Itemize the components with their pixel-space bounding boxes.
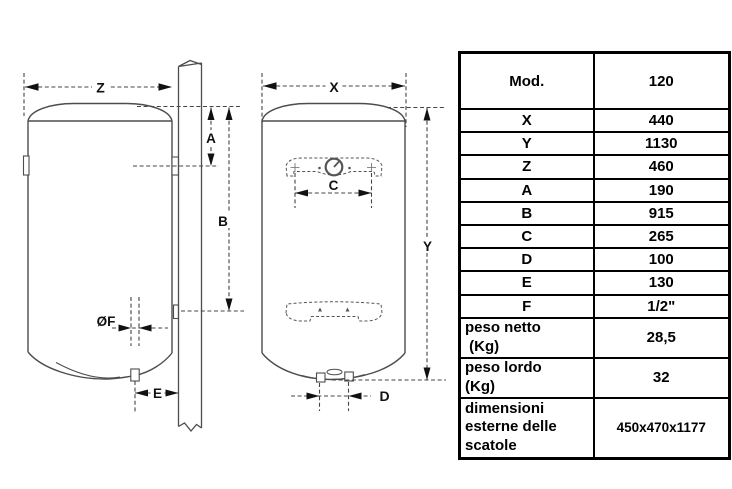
spec-label: E bbox=[461, 272, 595, 294]
wall-bottom-break bbox=[178, 422, 202, 433]
outlet-pipe bbox=[344, 371, 354, 382]
spec-table: Mod. 120 X 440 Y 1130 Z 460 A 190 B 915 … bbox=[458, 51, 731, 460]
tank-bottom-curve bbox=[261, 352, 406, 381]
bracket-dot-left bbox=[318, 166, 321, 170]
model-header-label: Mod. bbox=[461, 54, 595, 108]
b-arrow-down bbox=[225, 298, 233, 311]
z-arrow-left bbox=[25, 83, 39, 91]
dim-label-d: D bbox=[379, 388, 389, 404]
c-arrow-left bbox=[295, 189, 308, 197]
spec-value: 915 bbox=[648, 204, 674, 222]
d-arrow-right bbox=[348, 392, 362, 400]
d-arrow-left bbox=[306, 392, 320, 400]
spec-value: 100 bbox=[648, 251, 674, 269]
b-arrow-up bbox=[225, 107, 233, 120]
spec-label: peso lordo (Kg) bbox=[461, 358, 595, 397]
front-tab bbox=[22, 155, 30, 176]
dim-label-y: Y bbox=[423, 239, 432, 254]
front-view bbox=[261, 102, 406, 383]
spec-label: peso netto (Kg) bbox=[461, 318, 595, 357]
spec-value: 460 bbox=[648, 158, 674, 176]
x-arrow-right bbox=[391, 82, 405, 90]
spec-value: 32 bbox=[652, 369, 670, 387]
spec-row-dimensioni: dimensioni esterne delle scatole 450x470… bbox=[461, 396, 728, 457]
spec-label: dimensioni esterne delle scatole bbox=[461, 398, 595, 457]
bottom-pipe bbox=[130, 368, 140, 382]
a-arrow-up bbox=[207, 107, 215, 120]
dim-label-b: B bbox=[218, 214, 228, 229]
spec-row-peso-lordo: peso lordo (Kg) 32 bbox=[461, 356, 728, 397]
label-backgrounds bbox=[92, 79, 435, 400]
thermostat-needle bbox=[333, 160, 340, 168]
tank-dome bbox=[27, 102, 173, 122]
spec-value: 440 bbox=[648, 112, 674, 130]
spec-value: 190 bbox=[648, 181, 674, 199]
lower-bracket-mark-right bbox=[345, 307, 350, 312]
dimension-lines bbox=[23, 73, 446, 412]
wall bbox=[177, 59, 203, 433]
spec-label: A bbox=[461, 179, 595, 201]
tank-bottom-seam bbox=[301, 374, 366, 380]
lower-bracket-mark-left bbox=[318, 307, 322, 312]
arrowheads bbox=[25, 82, 431, 400]
dim-label-f: ØF bbox=[97, 314, 116, 329]
dim-label-a: A bbox=[206, 131, 216, 146]
spec-label: Y bbox=[461, 133, 595, 155]
bracket-hole-cross-right bbox=[367, 163, 376, 172]
spec-value: 1/2" bbox=[647, 297, 676, 315]
x-arrow-left bbox=[263, 82, 277, 90]
spec-value: 265 bbox=[648, 228, 674, 246]
dim-label-e: E bbox=[153, 386, 162, 401]
spec-label: B bbox=[461, 202, 595, 224]
spec-row-x: X 440 bbox=[461, 108, 728, 132]
spec-value: 450x470x1177 bbox=[616, 420, 706, 436]
spec-value: 1130 bbox=[644, 135, 678, 153]
spec-label: X bbox=[461, 110, 595, 132]
z-arrow-right bbox=[158, 83, 172, 91]
spec-label: C bbox=[461, 225, 595, 248]
spec-label: D bbox=[461, 249, 595, 271]
e-arrow-right bbox=[165, 389, 179, 397]
table-header-row: Mod. 120 bbox=[461, 54, 728, 108]
a-arrow-down bbox=[207, 153, 215, 166]
c-arrow-right bbox=[358, 189, 372, 197]
spec-row-e: E 130 bbox=[461, 270, 728, 294]
upper-bracket-outline bbox=[285, 157, 383, 177]
tank-dome bbox=[261, 102, 406, 122]
wall-top-break bbox=[178, 59, 202, 68]
spec-row-y: Y 1130 bbox=[461, 131, 728, 155]
spec-row-a: A 190 bbox=[461, 177, 728, 201]
bracket-dot-right bbox=[348, 166, 351, 170]
technical-drawing: Z A B ØF E X Y C D bbox=[22, 59, 446, 433]
y-arrow-up bbox=[423, 108, 431, 121]
spec-row-c: C 265 bbox=[461, 223, 728, 248]
dim-label-c: C bbox=[329, 178, 339, 193]
dimension-labels: Z A B ØF E X Y C D bbox=[96, 79, 432, 404]
tank-bottom-seam bbox=[55, 362, 121, 379]
spec-value: 28,5 bbox=[646, 329, 676, 347]
bracket-hole-cross-left bbox=[290, 163, 300, 172]
f-arrow-left bbox=[118, 324, 131, 332]
spec-row-f: F 1/2" bbox=[461, 293, 728, 317]
drain-oval bbox=[326, 368, 343, 376]
tank-bottom-curve bbox=[27, 351, 173, 380]
dim-label-x: X bbox=[329, 79, 339, 95]
model-header-value: 120 bbox=[648, 72, 674, 90]
spec-row-b: B 915 bbox=[461, 200, 728, 224]
spec-value: 130 bbox=[648, 274, 674, 292]
dim-label-z: Z bbox=[96, 80, 105, 96]
e-arrow-left bbox=[135, 389, 148, 397]
f-arrow-right bbox=[139, 324, 152, 332]
spec-row-d: D 100 bbox=[461, 247, 728, 271]
side-view bbox=[22, 59, 203, 433]
inlet-pipe bbox=[315, 372, 326, 383]
spec-label: Z bbox=[461, 156, 595, 178]
spec-row-z: Z 460 bbox=[461, 154, 728, 178]
lower-wall-bracket bbox=[172, 304, 180, 320]
y-arrow-down bbox=[423, 367, 431, 380]
lower-bracket-outline bbox=[285, 301, 383, 322]
spec-row-peso-netto: peso netto (Kg) 28,5 bbox=[461, 316, 728, 357]
spec-label: F bbox=[461, 295, 595, 317]
